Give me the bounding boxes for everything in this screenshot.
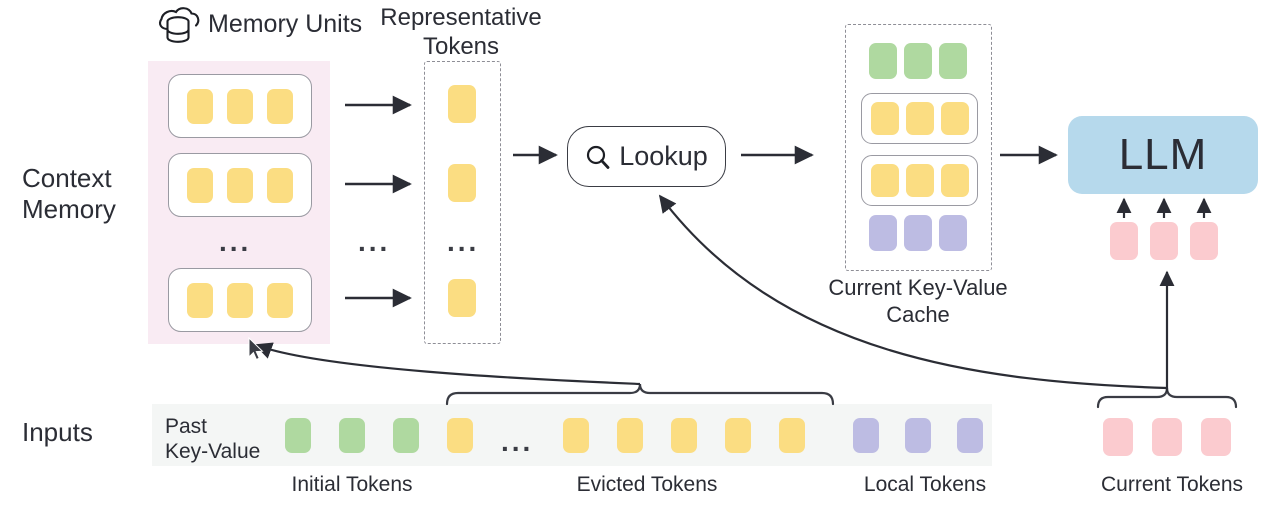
memory-token: [267, 167, 293, 203]
input-token-current-3: [1201, 418, 1231, 456]
input-token-evicted-5: [725, 418, 751, 453]
memory-unit-1[interactable]: [168, 74, 312, 138]
input-token-initial-2: [339, 418, 365, 453]
llm-box[interactable]: LLM: [1068, 116, 1258, 194]
llm-input-token-2: [1150, 222, 1178, 260]
kv-token: [940, 164, 969, 197]
memory-units-ellipsis: ...: [219, 226, 252, 257]
kv-token: [905, 102, 934, 135]
input-token-initial-1: [285, 418, 311, 453]
magnifier-icon: [585, 144, 611, 170]
memory-token: [187, 167, 213, 203]
representative-token-2: [448, 164, 476, 202]
lookup-label: Lookup: [619, 141, 708, 171]
past-key-value-label: Past Key-Value: [165, 415, 261, 464]
input-token-local-3: [957, 418, 983, 453]
current-tokens-label: Current Tokens: [1100, 473, 1244, 496]
kv-token: [869, 215, 897, 251]
input-token-evicted-4: [671, 418, 697, 453]
kv-token: [904, 43, 932, 79]
kv-token: [869, 43, 897, 79]
mouse-cursor: [248, 336, 266, 363]
kv-cache-row-purple: [869, 215, 967, 251]
kv-cache-label: Current Key-Value Cache: [828, 275, 1008, 327]
brace-current-tokens: [1096, 387, 1238, 409]
input-token-evicted-2: [563, 418, 589, 453]
context-memory-row-label: Context Memory: [22, 163, 116, 224]
input-token-current-1: [1103, 418, 1133, 456]
representative-tokens-ellipsis: ...: [447, 226, 480, 257]
input-token-evicted-1: [447, 418, 473, 453]
kv-cache-row-green: [869, 43, 967, 79]
brace-evicted-tokens: [445, 383, 835, 406]
memory-units-label: Memory Units: [208, 10, 363, 38]
initial-tokens-label: Initial Tokens: [291, 473, 413, 496]
memory-token: [227, 282, 253, 318]
kv-token: [870, 164, 899, 197]
inputs-row-label: Inputs: [22, 417, 93, 447]
memory-token: [227, 167, 253, 203]
lookup-box[interactable]: Lookup: [567, 126, 726, 187]
kv-token: [905, 164, 934, 197]
kv-token: [870, 102, 899, 135]
memory-token: [227, 88, 253, 124]
representative-token-1: [448, 85, 476, 123]
memory-token: [267, 282, 293, 318]
llm-input-token-1: [1110, 222, 1138, 260]
llm-label: LLM: [1118, 130, 1208, 179]
evicted-tokens-label: Evicted Tokens: [576, 473, 718, 496]
llm-input-token-3: [1190, 222, 1218, 260]
kv-token: [939, 43, 967, 79]
arrow-evicted-to-context-memory: [254, 342, 641, 386]
input-sequence-ellipsis: ...: [501, 426, 534, 457]
input-token-evicted-3: [617, 418, 643, 453]
input-token-current-2: [1152, 418, 1182, 456]
representative-token-3: [448, 279, 476, 317]
input-token-local-2: [905, 418, 931, 453]
memory-token: [267, 88, 293, 124]
input-token-initial-3: [393, 418, 419, 453]
representative-tokens-container: [424, 61, 501, 344]
local-tokens-label: Local Tokens: [863, 473, 987, 496]
cloud-database-icon: [156, 4, 202, 48]
kv-token: [939, 215, 967, 251]
memory-token: [187, 88, 213, 124]
memory-arrow-ellipsis: ...: [358, 226, 391, 257]
memory-unit-2[interactable]: [168, 153, 312, 217]
kv-token: [940, 102, 969, 135]
representative-tokens-label: Representative Tokens: [380, 4, 542, 61]
memory-unit-3[interactable]: [168, 268, 312, 332]
kv-token: [904, 215, 932, 251]
input-token-local-1: [853, 418, 879, 453]
kv-cache-row-memory-2: [861, 155, 978, 206]
memory-token: [187, 282, 213, 318]
input-token-evicted-6: [779, 418, 805, 453]
kv-cache-row-memory-1: [861, 93, 978, 144]
